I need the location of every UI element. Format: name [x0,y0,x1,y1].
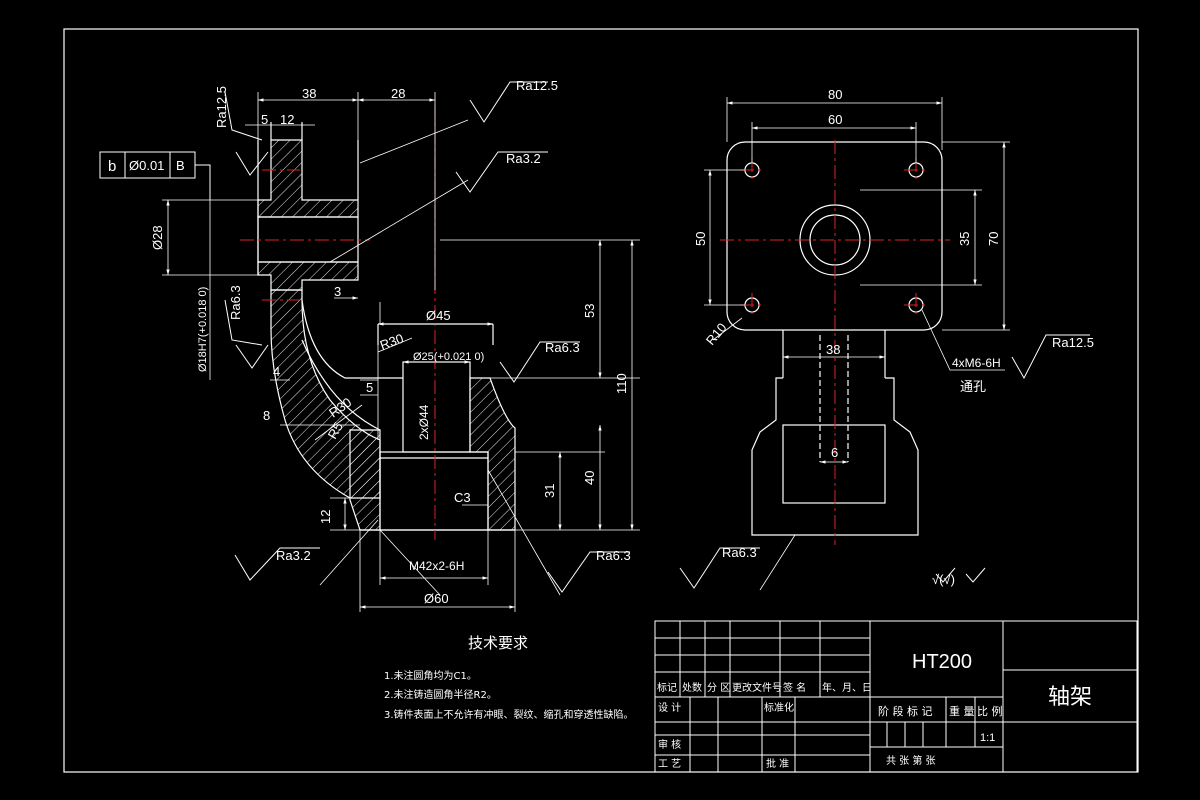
tolerance-frame [99,151,211,200]
label-stage: 阶 段 标 记 [878,704,933,718]
tolerance-datum: B [176,158,185,173]
dim-60: Ø60 [424,591,449,606]
dim-12: 12 [280,112,294,127]
dim-53: 53 [582,304,597,318]
ra-side-right: Ra12.5 [1052,335,1094,350]
dim-fit-18h7: Ø18H7(+0.018 0) [197,287,209,372]
ra-boss: Ra6.3 [545,340,580,355]
material: HT200 [912,651,972,673]
dim-38-side: 38 [826,342,840,357]
ra-bottom-left: Ra3.2 [276,548,311,563]
dim-38: 38 [302,86,316,101]
rev-header-1: 标记 [657,682,677,694]
dim-r5: R5 [325,420,346,442]
dim-70: 70 [986,232,1001,246]
rev-header-4: 更改文件号 [732,681,782,694]
dim-25: Ø25(+0.021 0) [413,351,484,363]
tech-requirement-item: 3.铸件表面上不允许有冲眼、裂纹、缩孔和穿透性缺陷。 [384,710,634,721]
ra-bottom-right: Ra6.3 [596,548,631,563]
ra-top-left: Ra12.5 [214,86,229,128]
label-review: 审 核 [658,738,681,751]
side-view: 80 60 50 35 70 R10 38 6 4xM6-6H 通孔 Ra12.… [679,87,1094,591]
general-roughness: √(√) [932,572,955,587]
dim-60-side: 60 [828,112,842,127]
dim-110: 110 [614,373,629,394]
dim-r10: R10 [703,320,730,348]
ra-left-mid: Ra6.3 [228,285,243,320]
rev-header-6: 年、月、日 [822,681,872,694]
dim-28: 28 [391,86,405,101]
ra-mid: Ra3.2 [506,151,541,166]
dim-holes: 2xØ44 [417,404,431,440]
label-ratio: 比 例 [977,704,1003,718]
hatch-boss-right [469,377,516,531]
tech-requirement-item: 1.未注圆角均为C1。 [384,671,477,682]
label-design: 设 计 [658,701,681,714]
hatch-flange-bottom [257,261,359,291]
rev-header-3: 分 区 [707,682,730,694]
dim-35: 35 [957,232,972,246]
label-approve: 批 准 [766,757,789,770]
tolerance-value: Ø0.01 [129,158,164,173]
dim-thread: M42x2-6H [409,559,464,573]
dim-5: 5 [261,112,268,127]
label-process: 工 艺 [658,758,681,770]
dim-12b: 12 [318,510,333,524]
ra-side-bottom: Ra6.3 [722,545,757,560]
hatch-boss-left [349,429,381,531]
dim-bore-28: Ø28 [150,225,165,250]
tech-requirement-item: 2.未注铸造圆角半径R2。 [384,690,497,701]
dim-4: 4 [273,364,280,379]
tolerance-symbol: b [108,158,116,175]
dim-r30a: R30 [378,331,406,353]
title-block [654,620,1138,773]
rev-header-2: 处数 [682,681,702,694]
scale-value: 1:1 [980,732,995,744]
through-hole-note: 通孔 [960,380,986,395]
thread-note: 4xM6-6H [952,356,1001,370]
dim-3: 3 [334,284,341,299]
front-section-view: b Ø0.01 B 38 28 5 12 Ra12.5 Ra12.5 Ra3.2… [99,78,640,612]
dim-80: 80 [828,87,842,102]
dim-31: 31 [542,484,557,498]
tech-requirements-title: 技术要求 [468,634,529,652]
dim-c3: C3 [454,490,471,505]
rev-header-5: 签 名 [783,681,806,694]
dim-5b: 5 [366,380,373,395]
label-standard: 标准化 [764,701,794,714]
label-sheets: 共 张 第 张 [886,754,936,767]
dim-45: Ø45 [426,308,451,323]
dim-40: 40 [582,471,597,485]
label-weight: 重 量 [949,704,975,718]
dim-8: 8 [263,408,270,423]
hatch-flange-top [257,139,359,218]
part-name: 轴架 [1048,685,1092,710]
ra-top-right: Ra12.5 [516,78,558,93]
dim-50: 50 [693,232,708,246]
drawing-frame [63,28,1139,773]
dim-6: 6 [831,445,838,460]
